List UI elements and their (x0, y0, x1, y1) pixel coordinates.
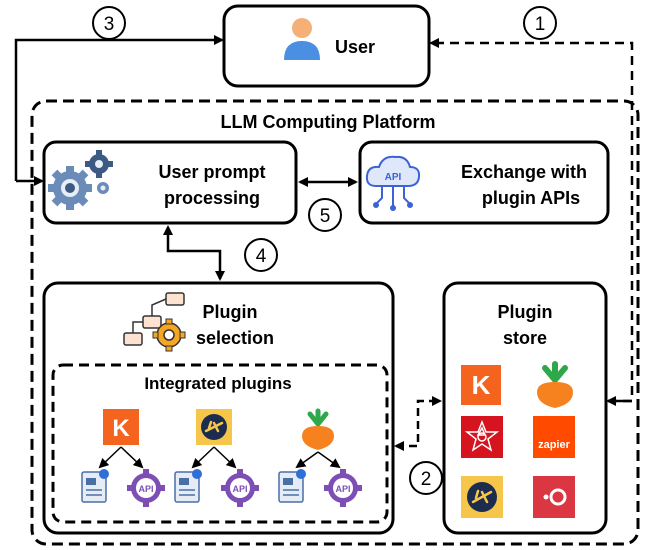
store-kayak-letter: K (472, 370, 491, 400)
llm-platform-boundary (30, 99, 640, 546)
plugin-selection-icon (123, 292, 186, 352)
store-instacart-logo (537, 361, 573, 408)
step-3-badge: 3 (92, 6, 126, 40)
kayak-letter: K (112, 415, 130, 442)
api-text: API (232, 484, 247, 494)
store-opentable-logo (533, 476, 575, 518)
step-4-label: 4 (256, 246, 267, 267)
arrow-4-bidirectional (163, 225, 225, 281)
api-text: API (138, 484, 153, 494)
arrow-2-bidirectional (394, 396, 442, 451)
step-5-badge: 5 (308, 198, 342, 232)
api-text: API (335, 484, 350, 494)
instacart-logo (302, 408, 334, 450)
step-2-badge: 2 (409, 461, 443, 495)
step-1-label: 1 (535, 14, 546, 35)
arrow-1-store-to-user (429, 38, 634, 403)
step-4-badge: 4 (244, 238, 278, 272)
store-label-line2: store (503, 328, 547, 348)
integrated-plugins-box (51, 363, 389, 524)
plugin-store-box (442, 281, 608, 535)
zapier-text: zapier (538, 439, 571, 451)
store-expedia-logo (461, 476, 503, 518)
kayak-logo: K (103, 409, 139, 445)
exchange-label-line1: Exchange with (461, 162, 587, 182)
step-5-label: 5 (320, 206, 331, 227)
plugin-branch-lines (98, 446, 341, 469)
user-icon (284, 18, 320, 60)
api-gear-icon: API (324, 469, 362, 507)
step-2-label: 2 (421, 469, 432, 490)
cloud-api-text: API (385, 172, 402, 183)
step-3-label: 3 (104, 14, 115, 35)
plugin-doc-icon (174, 469, 202, 503)
arrow-3-to-user (14, 35, 224, 181)
prompt-label-line2: processing (164, 188, 260, 208)
store-label-line1: Plugin (498, 302, 553, 322)
store-wolfram-logo (461, 416, 503, 458)
step-1-badge: 1 (523, 6, 557, 40)
prompt-label-line1: User prompt (158, 162, 265, 182)
store-zapier-logo: zapier (533, 416, 575, 458)
user-box (222, 4, 431, 88)
api-gear-icon: API (221, 469, 259, 507)
selection-label-line1: Plugin (203, 302, 258, 322)
integrated-plugins-label: Integrated plugins (144, 374, 291, 393)
store-kayak-logo: K (461, 365, 501, 405)
selection-label-line2: selection (196, 328, 274, 348)
api-gear-icon: API (127, 469, 165, 507)
user-label: User (335, 37, 375, 57)
exchange-label-line2: plugin APIs (482, 188, 580, 208)
cloud-api-icon: API (365, 155, 421, 211)
exchange-apis-box (358, 140, 610, 225)
plugin-doc-icon (81, 469, 109, 503)
plugin-doc-icon (278, 469, 306, 503)
platform-title: LLM Computing Platform (221, 112, 436, 132)
expedia-logo (196, 409, 232, 445)
